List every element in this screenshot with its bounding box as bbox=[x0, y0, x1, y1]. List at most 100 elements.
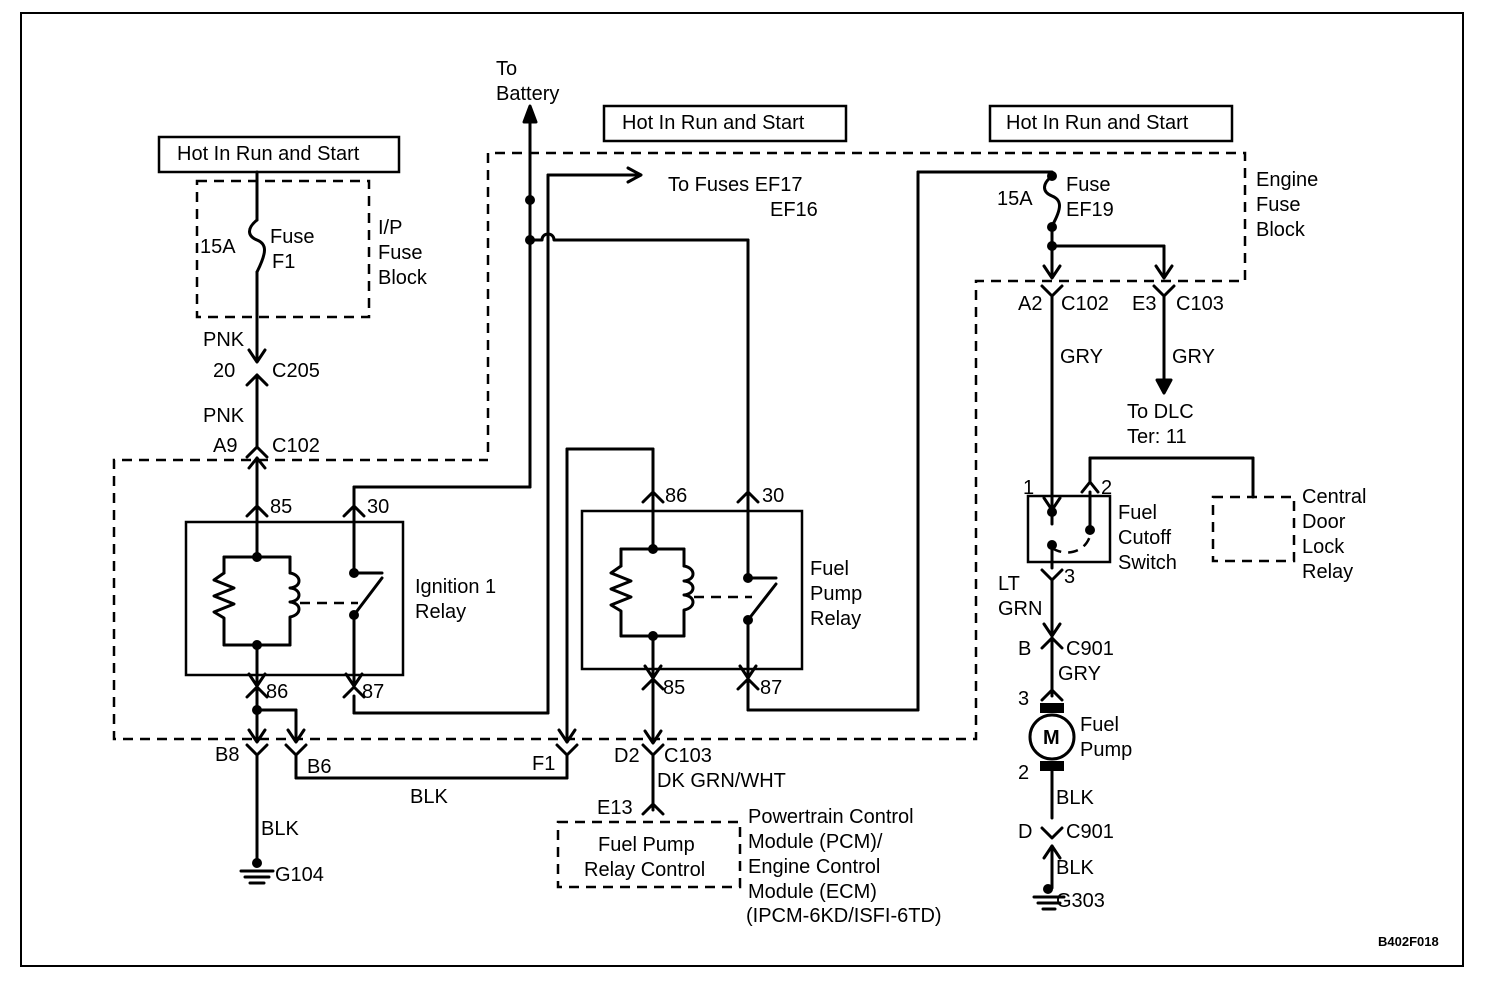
pin-e13: E13 bbox=[597, 797, 633, 819]
ignition-relay-body bbox=[184, 520, 405, 677]
cdl-label-3: Lock bbox=[1302, 536, 1345, 558]
ground-g104: G104 bbox=[275, 864, 324, 886]
pin-86-ign: 86 bbox=[266, 681, 288, 703]
wire-pnk-1: PNK bbox=[203, 329, 245, 351]
hot-label-mid: Hot In Run and Start bbox=[622, 112, 805, 134]
pin-b8: B8 bbox=[215, 744, 239, 766]
fuel-pump-relay-wires bbox=[609, 170, 1054, 816]
label-boxes bbox=[157, 104, 1234, 677]
ip-fuse-block-outline bbox=[195, 179, 371, 319]
central-door-lock-relay-outline bbox=[1211, 495, 1296, 563]
pin-1-switch: 1 bbox=[1023, 477, 1034, 499]
pin-d2: D2 bbox=[614, 745, 640, 767]
conn-c102-left: C102 bbox=[272, 435, 320, 457]
cutoff-label-2: Cutoff bbox=[1118, 527, 1171, 549]
to-dlc-label-1: To DLC bbox=[1127, 401, 1194, 423]
hot-label-left: Hot In Run and Start bbox=[177, 143, 360, 165]
wire-blk-g303: BLK bbox=[1056, 857, 1094, 879]
to-dlc-label-2: Ter: 11 bbox=[1127, 426, 1187, 448]
ignition-relay-coil bbox=[288, 571, 301, 647]
pcm-box-label-1: Fuel Pump bbox=[598, 834, 695, 856]
pin-d: D bbox=[1018, 821, 1032, 843]
to-battery-label-1: To bbox=[496, 58, 517, 80]
ignition-relay-label-1: Ignition 1 bbox=[415, 576, 496, 598]
pin-87-fp: 87 bbox=[760, 677, 782, 699]
cutoff-label-3: Switch bbox=[1118, 552, 1177, 574]
fuse-f1-symbol bbox=[248, 218, 266, 274]
pin-f1: F1 bbox=[532, 753, 555, 775]
cdl-label-2: Door bbox=[1302, 511, 1346, 533]
fuel-pump-relay-coil bbox=[682, 564, 695, 638]
wire-dkgrn: DK GRN/WHT bbox=[657, 770, 786, 792]
fuel-pump-motor bbox=[1028, 713, 1076, 761]
conn-c103-top: C103 bbox=[1176, 293, 1224, 315]
fuel-cutoff-switch-body bbox=[1026, 494, 1112, 564]
pin-85-fp: 85 bbox=[663, 677, 685, 699]
hot-label-box-left bbox=[157, 135, 401, 174]
pin-87-ign: 87 bbox=[362, 681, 384, 703]
fuse-f1-label-b: F1 bbox=[272, 251, 295, 273]
pin-e3: E3 bbox=[1132, 293, 1156, 315]
ground-g303: G303 bbox=[1056, 890, 1105, 912]
pin-a2: A2 bbox=[1018, 293, 1042, 315]
fp-relay-label-3: Relay bbox=[810, 608, 861, 630]
pcm-label-3: Engine Control bbox=[748, 856, 880, 878]
right-circuit-wires bbox=[1028, 171, 1255, 911]
pin-86-fp: 86 bbox=[665, 485, 687, 507]
to-battery-label-2: Battery bbox=[496, 83, 559, 105]
fuse-ef19-label-b: EF19 bbox=[1066, 199, 1114, 221]
hot-label-right: Hot In Run and Start bbox=[1006, 112, 1189, 134]
wire-blk-bus: BLK bbox=[410, 786, 448, 808]
ignition-relay-resistor bbox=[212, 571, 236, 647]
connector-f1 bbox=[555, 743, 579, 757]
figure-code: B402F018 bbox=[1378, 934, 1439, 949]
connector-d-c901 bbox=[1040, 826, 1064, 840]
wire-blk-pump: BLK bbox=[1056, 787, 1094, 809]
engine-block-label-1: Engine bbox=[1256, 169, 1318, 191]
engine-block-label-3: Block bbox=[1256, 219, 1306, 241]
engine-fuse-block-outline bbox=[112, 151, 1247, 741]
ip-block-label-1: I/P bbox=[378, 217, 402, 239]
pcm-box-label-2: Relay Control bbox=[584, 859, 705, 881]
fuse-ef19-label-a: Fuse bbox=[1066, 174, 1110, 196]
pin-a9: A9 bbox=[213, 435, 237, 457]
connector-e13 bbox=[641, 802, 665, 816]
pin-30-ign: 30 bbox=[367, 496, 389, 518]
fuse-f1-rating: 15A bbox=[200, 236, 236, 258]
cdl-label-1: Central bbox=[1302, 486, 1366, 508]
conn-c205: C205 bbox=[272, 360, 320, 382]
pin-b6: B6 bbox=[307, 756, 331, 778]
pcm-label-5: (IPCM-6KD/ISFI-6TD) bbox=[746, 905, 942, 927]
fuel-pump-relay-body bbox=[580, 509, 804, 671]
pcm-outline bbox=[556, 820, 742, 889]
pin-2-switch: 2 bbox=[1101, 477, 1112, 499]
pump-label-1: Fuel bbox=[1080, 714, 1119, 736]
to-fuses-label-1: To Fuses EF17 bbox=[668, 174, 803, 196]
connector-c102-left bbox=[245, 445, 269, 459]
hot-label-box-mid bbox=[602, 104, 848, 143]
pin-3-switch: 3 bbox=[1064, 566, 1075, 588]
pin-2-pump: 2 bbox=[1018, 762, 1029, 784]
hot-label-box-right bbox=[988, 104, 1234, 143]
cutoff-label-1: Fuel bbox=[1118, 502, 1157, 524]
pcm-label-1: Powertrain Control bbox=[748, 806, 914, 828]
fuse-f1-label-a: Fuse bbox=[270, 226, 314, 248]
wire-blk-g104: BLK bbox=[261, 818, 299, 840]
pin-3-pump: 3 bbox=[1018, 688, 1029, 710]
pin-20: 20 bbox=[213, 360, 235, 382]
diagram-frame bbox=[20, 12, 1464, 967]
conn-c901-top: C901 bbox=[1066, 638, 1114, 660]
wire-pnk-2: PNK bbox=[203, 405, 245, 427]
motor-m-label: M bbox=[1043, 727, 1060, 749]
pin-b: B bbox=[1018, 638, 1031, 660]
wire-gry-1: GRY bbox=[1060, 346, 1103, 368]
ignition-relay-label-2: Relay bbox=[415, 601, 466, 623]
engine-block-label-2: Fuse bbox=[1256, 194, 1300, 216]
conn-c901-bottom: C901 bbox=[1066, 821, 1114, 843]
wire-ltgrn-2: GRN bbox=[998, 598, 1042, 620]
left-circuit-wires bbox=[212, 104, 750, 885]
fuel-pump-relay-resistor bbox=[609, 564, 633, 638]
ip-block-label-3: Block bbox=[378, 267, 428, 289]
cdl-label-4: Relay bbox=[1302, 561, 1353, 583]
